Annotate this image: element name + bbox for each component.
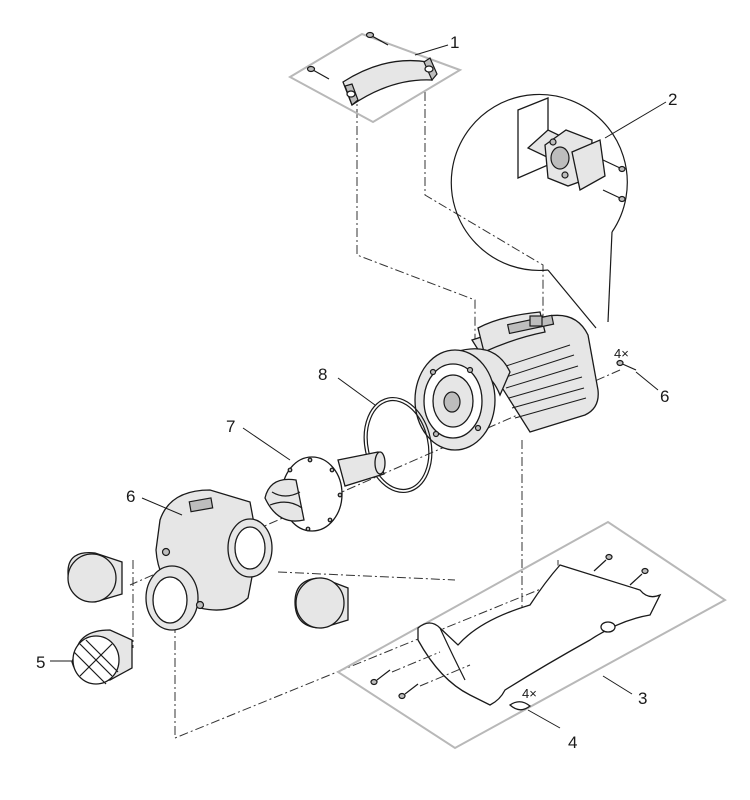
callout-labels: 1 2 4× 6 8 7 6 5 4× 3 4	[36, 33, 677, 752]
part-3-base-stand	[336, 520, 727, 750]
label-part-4: 4	[568, 733, 577, 752]
part-6-pump-housing	[141, 489, 273, 631]
label-part-6-screws: 6	[660, 387, 669, 406]
label-part-5: 5	[36, 653, 45, 672]
part-7-impeller	[242, 427, 386, 532]
cooling-fins	[499, 344, 587, 419]
part-2-detail-circle	[450, 93, 667, 329]
screw-icon	[398, 683, 419, 700]
screw-icon	[602, 189, 626, 203]
label-part-6-housing: 6	[126, 487, 135, 506]
screw-icon	[365, 31, 389, 46]
label-part-2: 2	[668, 90, 677, 109]
screw-icon	[629, 567, 649, 586]
part-5-strainer	[50, 629, 133, 685]
screw-icon	[370, 669, 391, 686]
screw-icon	[616, 359, 637, 371]
label-part-3: 3	[638, 689, 647, 708]
end-cap-right	[294, 577, 349, 629]
end-cap-left	[67, 551, 123, 603]
motor-body	[414, 311, 659, 451]
part-8-o-ring	[337, 377, 433, 494]
screw-icon	[602, 159, 626, 173]
screw-icon	[593, 553, 613, 572]
label-part-7: 7	[226, 417, 235, 436]
label-part-8: 8	[318, 365, 327, 384]
part-4-clip	[508, 701, 561, 729]
label-part-1: 1	[450, 33, 459, 52]
screw-icon	[306, 65, 330, 80]
label-qty-clips: 4×	[522, 686, 537, 701]
part-1-handle	[287, 31, 463, 124]
label-qty-screws: 4×	[614, 346, 629, 361]
